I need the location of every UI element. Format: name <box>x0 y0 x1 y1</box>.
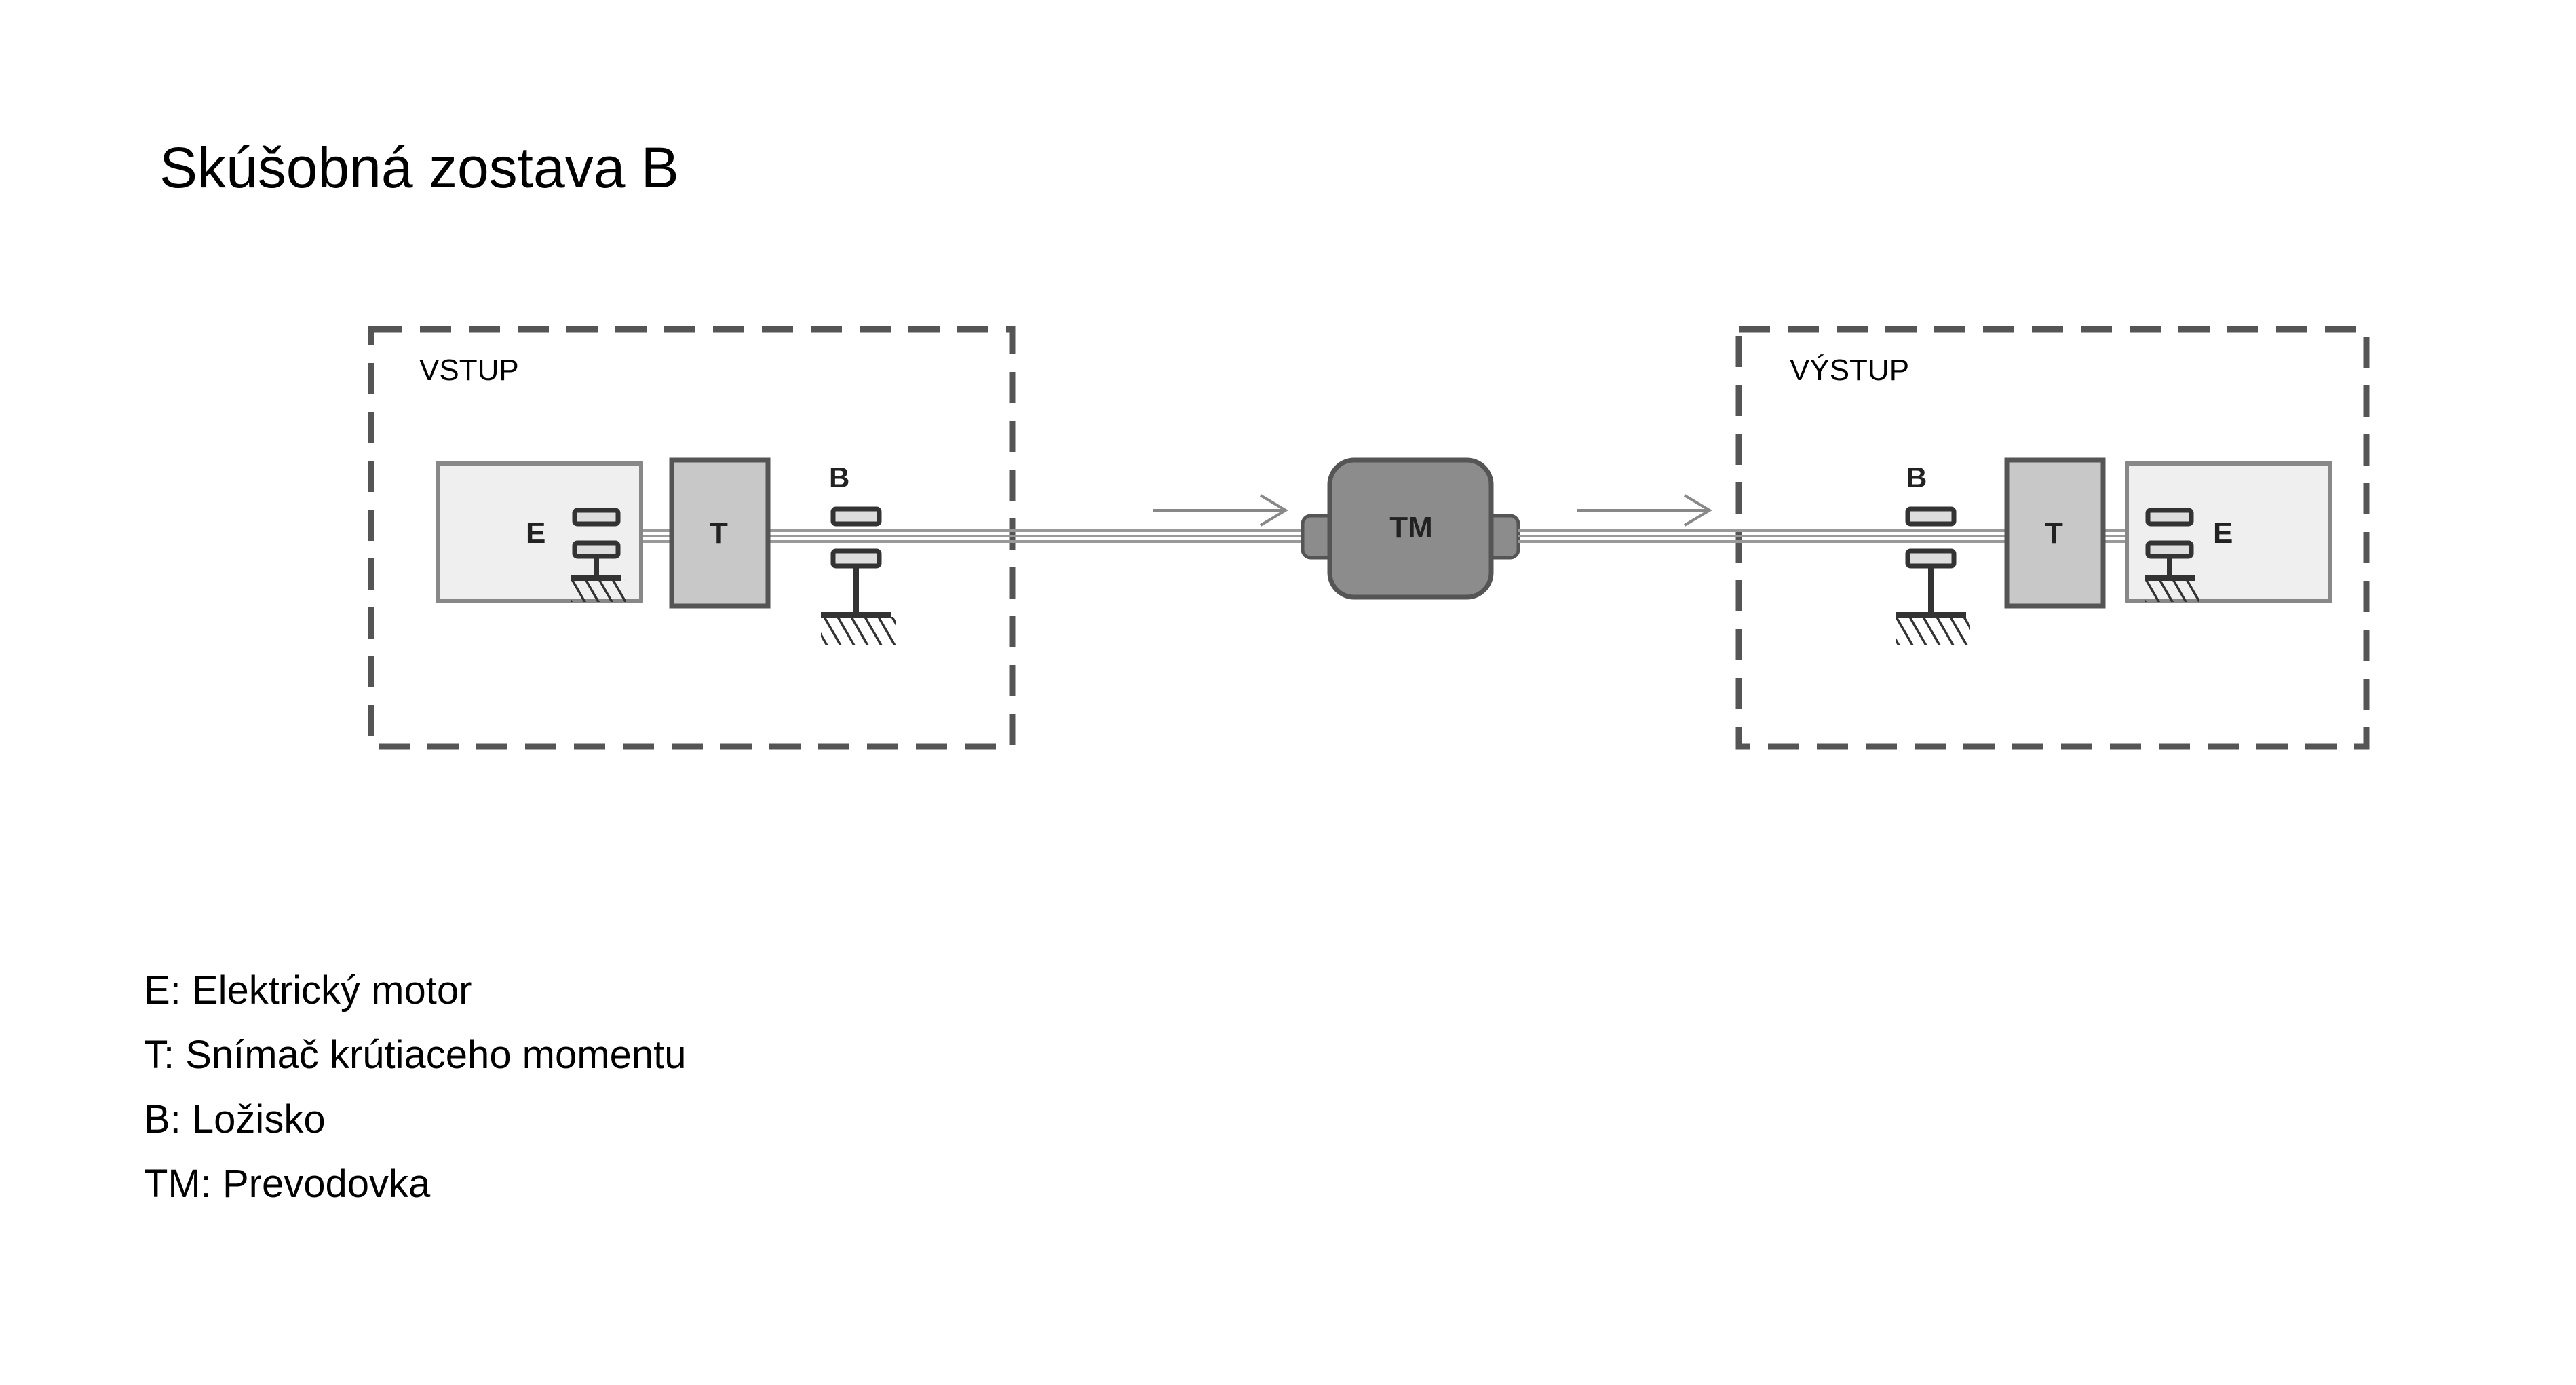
output-bearing-label: B <box>1906 461 1927 493</box>
input-bearing <box>821 506 896 645</box>
gearbox-label: TM <box>1389 511 1433 544</box>
legend-item-tm: TM: Prevodovka <box>144 1162 431 1206</box>
output-motor-label: E <box>2213 516 2233 550</box>
output-bearing <box>1896 506 1970 645</box>
input-bearing-label: B <box>829 461 849 493</box>
input-motor-bearing <box>571 508 626 602</box>
output-flow-arrow <box>1577 494 1712 527</box>
input-sensor-label: T <box>710 516 728 550</box>
output-motor-bearing <box>2145 508 2199 602</box>
gearbox: TM <box>1301 457 1520 600</box>
input-motor-label: E <box>526 516 545 550</box>
input-frame <box>368 326 1016 750</box>
output-sensor-label: T <box>2045 516 2063 550</box>
legend-item-t: T: Snímač krútiaceho momentu <box>144 1033 687 1077</box>
legend: E: Elektrický motor T: Snímač krútiaceho… <box>144 958 686 1216</box>
output-group: VÝSTUP B T <box>1518 326 2370 750</box>
page-title: Skúšobná zostava B <box>159 136 679 200</box>
input-group: VSTUP E T B <box>368 326 1303 750</box>
output-torque-sensor <box>2004 457 2106 609</box>
input-label: VSTUP <box>419 354 519 387</box>
legend-item-e: E: Elektrický motor <box>144 968 472 1012</box>
input-torque-sensor <box>669 457 771 609</box>
legend-item-b: B: Ložisko <box>144 1097 326 1141</box>
output-label: VÝSTUP <box>1790 354 1909 387</box>
output-frame <box>1735 326 2370 750</box>
input-flow-arrow <box>1153 494 1288 527</box>
